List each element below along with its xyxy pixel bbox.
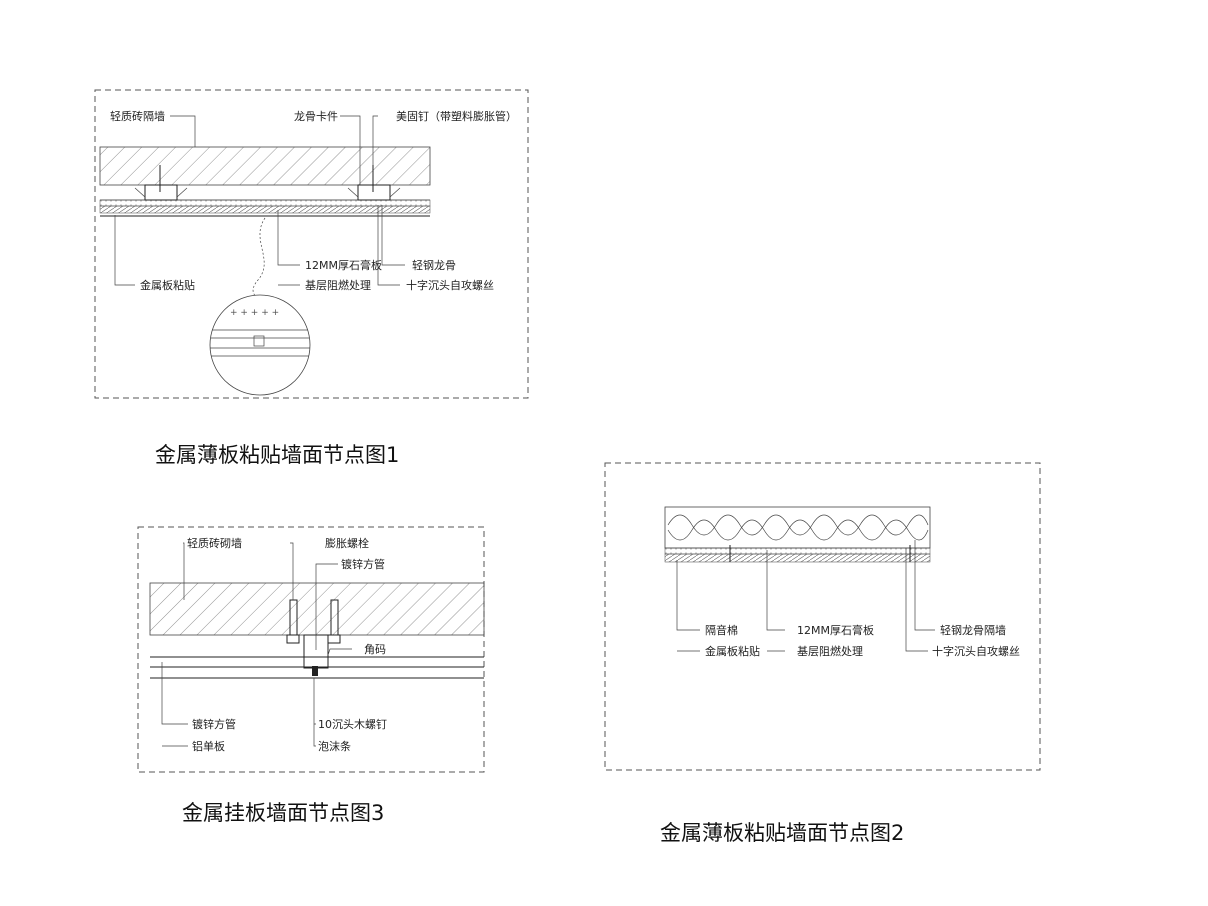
label-screw: 十字沉头自攻螺丝: [932, 644, 1020, 658]
wood-screw: [312, 666, 318, 676]
label-woodscrew: 10沉头木螺钉: [318, 718, 387, 731]
label-bolt: 膨胀螺栓: [325, 536, 369, 550]
gypsum-layer: [664, 547, 931, 555]
label-gypsum: 12MM厚石膏板: [797, 623, 874, 637]
label-metal: 金属板粘贴: [705, 644, 760, 658]
fireproof-layer: [664, 553, 931, 563]
detail-2-frame: [604, 462, 1041, 771]
label-anchor: 美固钉（带塑料膨胀管）: [396, 109, 517, 123]
label-clip: 龙骨卡件: [294, 110, 338, 123]
label-gypsum: 12MM厚石膏板: [305, 258, 382, 272]
brick-wall: [99, 146, 431, 186]
label-tube: 镀锌方管: [192, 717, 236, 731]
detail-1-title: 金属薄板粘贴墙面节点图1: [155, 443, 399, 467]
label-partition: 轻钢龙骨隔墙: [940, 623, 1006, 637]
keel-left: [134, 165, 188, 201]
label-metal: 金属板粘贴: [140, 278, 195, 292]
gypsum-layer: [99, 199, 431, 207]
detail-2-title: 金属薄板粘贴墙面节点图2: [660, 821, 904, 845]
keel-right: [347, 165, 401, 201]
detail-3-frame: [137, 526, 485, 773]
label-fireproof: 基层阻燃处理: [797, 644, 863, 658]
fireproof-layer: [99, 205, 431, 214]
label-foam: 泡沫条: [318, 739, 351, 753]
label-fireproof: 基层阻燃处理: [305, 278, 371, 292]
insulation-layer: [664, 506, 931, 549]
label-tube-top: 镀锌方管: [341, 557, 385, 571]
magnified-detail-circle: + + + + +: [209, 294, 311, 396]
detail-1-frame: [94, 89, 529, 399]
label-aluminum: 铝单板: [192, 739, 225, 753]
label-keel: 轻钢龙骨: [412, 258, 456, 272]
svg-text:+ + + + +: + + + + +: [230, 308, 279, 318]
brick-wall: [149, 582, 485, 636]
detail-3-title: 金属挂板墙面节点图3: [182, 801, 384, 825]
detail-3: 轻质砖砌墙 膨胀螺栓 镀锌方管 角码 镀锌方管 铝单板 10沉头木螺钉 泡沫条 …: [137, 526, 485, 825]
detail-1: + + + + + 轻质砖隔墙 龙骨卡件 美固钉（带塑料膨胀管） 12MM厚石膏…: [94, 89, 529, 467]
label-insulation: 隔音棉: [705, 623, 738, 637]
detail-2: 隔音棉 金属板粘贴 12MM厚石膏板 基层阻燃处理 轻钢龙骨隔墙 十字沉头自攻螺…: [604, 462, 1041, 845]
label-wall: 轻质砖隔墙: [110, 109, 165, 123]
label-wall: 轻质砖砌墙: [187, 536, 242, 550]
label-bracket: 角码: [364, 643, 386, 656]
label-screw: 十字沉头自攻螺丝: [406, 278, 494, 292]
